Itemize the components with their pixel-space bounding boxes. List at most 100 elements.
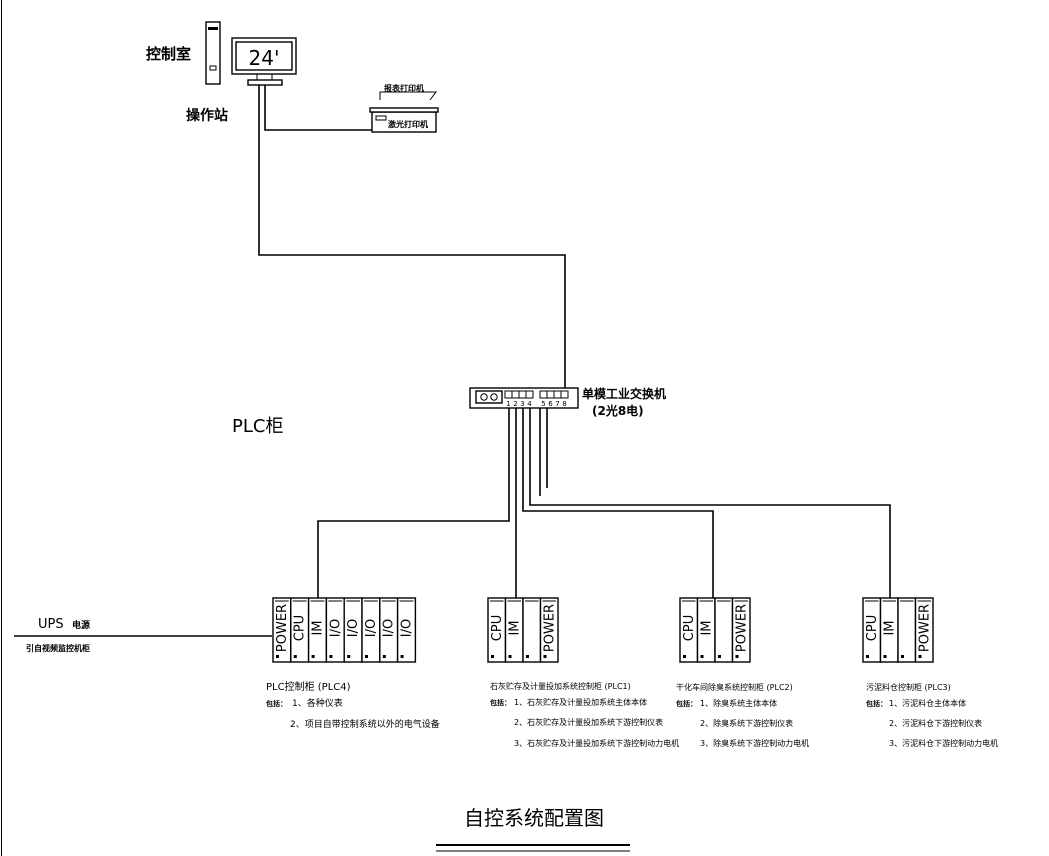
plc4-include-label: 包括： [266,699,287,708]
plc-module-blank [522,597,542,663]
plc-module-label: CPU [490,615,505,641]
plc2-item-1: 1、除臭系统主体本体 [700,698,777,708]
plc-module-label: CPU [865,615,880,641]
plc2-item-2: 2、除臭系统下游控制仪表 [700,718,793,728]
plc-module-led [901,655,904,658]
plc1-item-2: 2、石灰贮存及计量投加系统下游控制仪表 [514,717,663,727]
ethernet-port-label-3: 3 [520,400,524,408]
plc-module-blank [897,597,917,663]
switch-title: 单模工业交换机 [582,386,666,401]
network-uplink-line [258,85,566,388]
ethernet-port-label-7: 7 [555,400,559,408]
plc-module-power [914,597,934,663]
plc3-item-3: 3、污泥料仓下游控制动力电机 [889,738,998,748]
plc-module-power [539,597,559,663]
plc1-item-1: 1、石灰贮存及计量投加系统主体本体 [514,697,647,707]
plc1-caption: 石灰贮存及计量投加系统控制柜 (PLC1) [490,681,631,691]
plc-module-led [365,655,368,658]
plc1-include-label: 包括： [490,698,511,707]
plc1-description: 石灰贮存及计量投加系统控制柜 (PLC1) 包括： 1、石灰贮存及计量投加系统主… [490,681,679,748]
plc-module-led [918,655,922,658]
fiber-port-block [475,390,503,404]
control-room-label: 控制室 [146,45,191,63]
fiber-port-1 [480,393,488,401]
plc-module-led [293,655,297,658]
laser-printer-label: 激光打印机 [388,119,428,129]
plc-module-led [491,655,494,658]
ethernet-port-8 [560,390,569,399]
report-printer-label: 报表打印机 [384,83,424,93]
plc-module-label: I/O [400,619,415,637]
plc-module-led [276,655,279,658]
plc2-include-label: 包括： [676,699,697,708]
plc-module-label: POWER [917,604,932,652]
plc-module-led [700,655,704,658]
plc-module-label: POWER [542,604,557,652]
ethernet-port-label-5: 5 [541,400,545,408]
ethernet-port-4 [525,390,534,399]
plc-module-label: CPU [293,615,308,641]
plc4-item-1: 1、各种仪表 [292,697,343,709]
plc-module-label: IM [699,620,714,635]
plc-module-led [526,655,529,658]
plc4-description: PLC控制柜 (PLC4) 包括： 1、各种仪表 2、项目自带控制系统以外的电气… [266,680,440,730]
fiber-port-2 [490,393,498,401]
pc-tower-button [209,65,217,71]
plc-module-led [866,655,869,658]
plc-module-led [311,655,315,658]
plc-module-led [347,655,351,658]
plc-module-label: I/O [328,619,343,637]
ethernet-port-label-6: 6 [548,400,553,408]
plc-module-label: IM [311,620,326,635]
plc4-item-2: 2、项目自带控制系统以外的电气设备 [290,718,440,730]
monitor-size-label: 24' [249,46,280,70]
plc-module-label: I/O [382,619,397,637]
plc-module-led [718,655,721,658]
plc-module-label: CPU [682,615,697,641]
plc4-caption: PLC控制柜 (PLC4) [266,680,351,693]
plc-module-label: I/O [346,619,361,637]
plc-module-io [396,597,417,663]
plc2-description: 干化车间除臭系统控制柜 (PLC2) 包括： 1、除臭系统主体本体 2、除臭系统… [676,682,809,748]
plc-module-label: I/O [364,619,379,637]
plc2-item-3: 3、除臭系统下游控制动力电机 [700,738,809,748]
pc-tower-drive-slot [208,27,218,30]
printer-connection-line [264,85,372,131]
ethernet-port-label-1: 1 [506,400,510,408]
ethernet-port-label-8: 8 [562,400,566,408]
operator-station-label: 操作站 [186,107,228,124]
pc-tower-icon [205,21,221,85]
plc-module-led [329,655,333,658]
plc-module-label: POWER [734,604,749,652]
plc-module-led [735,655,739,658]
ups-suffix: 电源 [72,619,90,631]
plc3-item-2: 2、污泥料仓下游控制仪表 [889,718,982,728]
plc3-include-label: 包括： [866,699,887,708]
plc-module-power [731,597,751,663]
ups-source-label: 引自视频监控机柜 [26,643,90,653]
diagram-title: 自控系统配置图 [464,806,604,830]
plc-module-led [883,655,887,658]
link-to-plc4 [317,408,510,598]
plc-module-led [508,655,512,658]
ethernet-port-label-2: 2 [513,400,517,408]
plc1-item-3: 3、石灰贮存及计量投加系统下游控制动力电机 [514,738,679,748]
plc-module-label: POWER [275,604,290,652]
plc-module-led [382,655,386,658]
plc3-description: 污泥料仓控制柜 (PLC3) 包括： 1、污泥料仓主体本体 2、污泥料仓下游控制… [866,682,998,748]
link-to-plc2 [522,408,714,598]
plc-module-led [400,655,404,658]
printer-icon [369,91,439,133]
switch-subtitle: (2光8电) [592,403,644,418]
plc-module-label: IM [507,620,522,635]
plc3-caption: 污泥料仓控制柜 (PLC3) [866,682,951,692]
monitor-icon [231,37,297,86]
